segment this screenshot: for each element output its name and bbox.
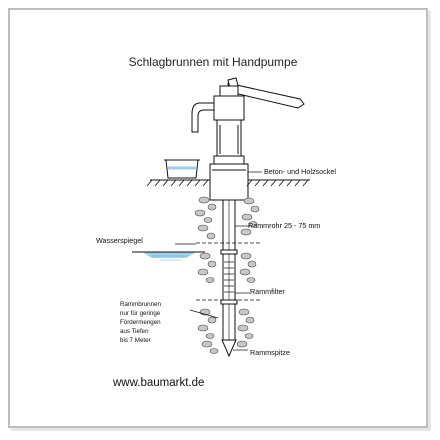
ground-surface	[146, 179, 310, 187]
note-line: bis 7 Meter	[120, 337, 151, 344]
water-table	[132, 251, 205, 261]
diagram-title: Schlagbrunnen mit Handpumpe	[129, 55, 298, 69]
label-pipe: Rammrohr 25 - 75 mm	[248, 221, 320, 230]
level-lines	[196, 242, 262, 301]
ram-filter	[224, 261, 234, 293]
gravel-fill	[194, 196, 260, 354]
concrete-base	[209, 163, 249, 201]
pump-body	[213, 85, 245, 165]
label-water-table: Wasserspiegel	[96, 236, 143, 245]
label-base: Beton- und Holzsockel	[264, 167, 336, 176]
note-line: nur für geringe	[120, 310, 161, 317]
note-line: Fördermengen	[120, 319, 161, 326]
water-trough	[164, 159, 200, 179]
note-line: Rammbrunnen	[120, 301, 161, 308]
ram-tip	[221, 339, 237, 358]
ram-pipe	[220, 199, 238, 341]
website-link[interactable]: www.baumarkt.de	[112, 377, 204, 389]
note-block: Rammbrunnen nur für geringe Fördermengen…	[120, 301, 161, 344]
note-line: aus Tiefen	[120, 328, 149, 335]
image-frame	[8, 8, 428, 428]
pump-spout	[191, 102, 215, 133]
leader-lines	[175, 171, 262, 351]
label-tip: Rammspitze	[250, 348, 290, 357]
label-filter: Rammfilter	[250, 287, 285, 296]
